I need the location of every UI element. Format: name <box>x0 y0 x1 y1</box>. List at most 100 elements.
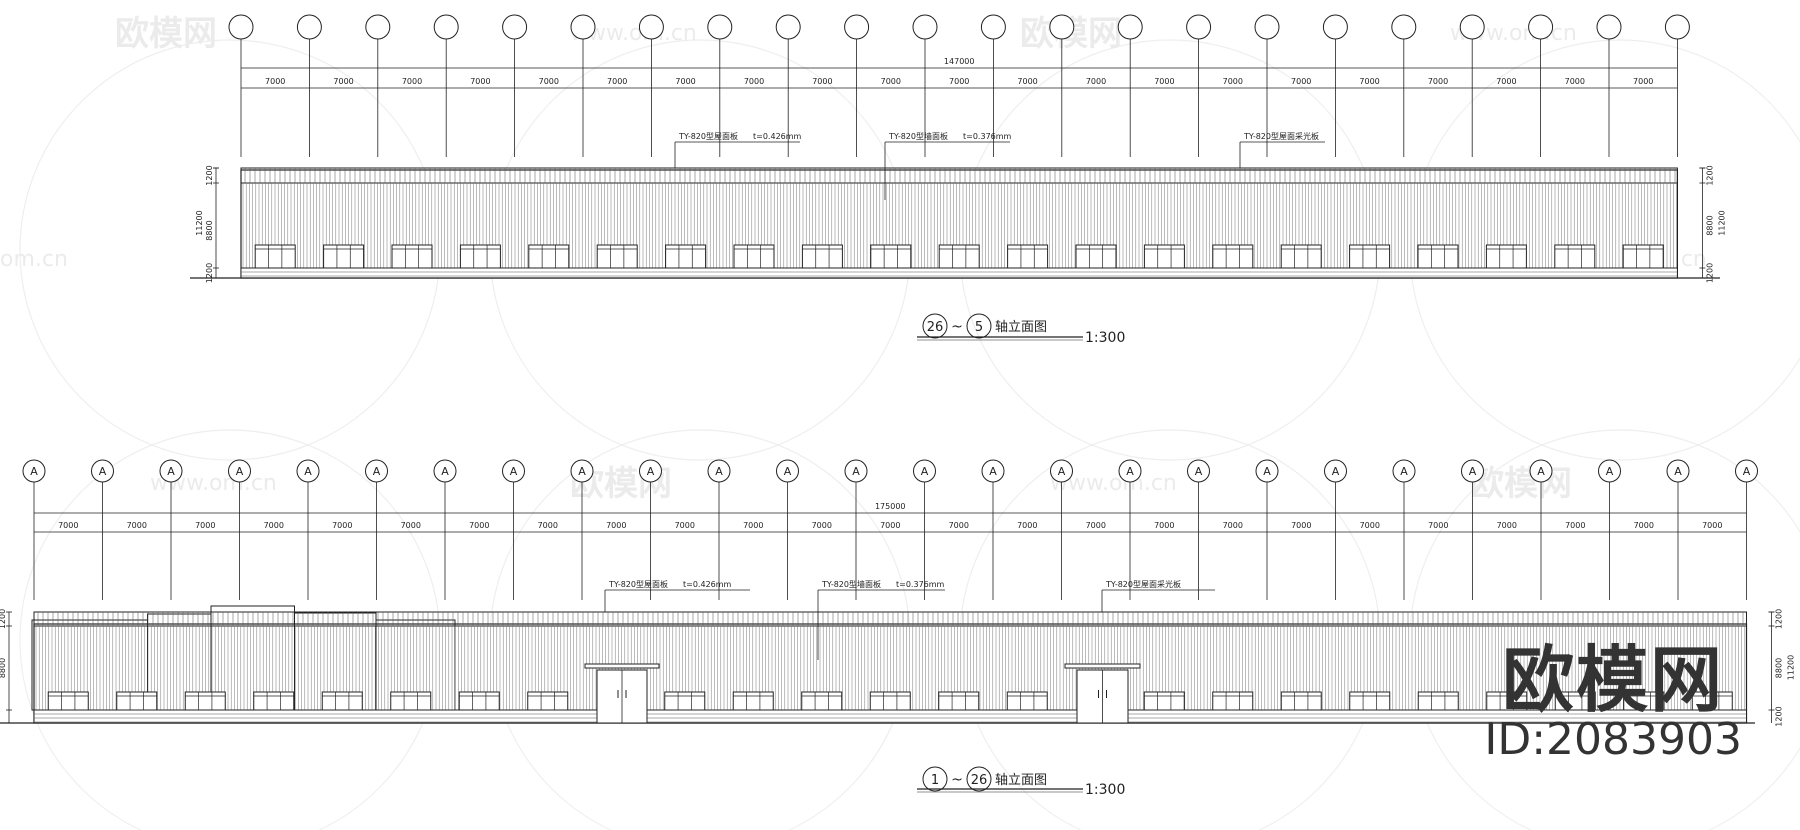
window <box>528 244 570 269</box>
axis-label: A <box>989 465 997 478</box>
title-axis-bubble <box>966 766 992 792</box>
axis-label: A <box>441 465 449 478</box>
dimension-bay: 7000 <box>1223 77 1243 86</box>
axis-bubble <box>228 459 251 483</box>
window <box>254 244 296 269</box>
axis-label: A <box>99 465 107 478</box>
callout-text: TY-820型屋面采光板 <box>1105 579 1181 589</box>
axis-label: A <box>1469 465 1477 478</box>
window <box>938 244 980 269</box>
axis-bubble <box>502 14 528 40</box>
title-axis-bubble <box>922 766 948 792</box>
axis-bubble <box>1459 14 1485 40</box>
dimension-bay: 7000 <box>402 77 422 86</box>
dimension-bay: 7000 <box>1360 521 1380 530</box>
right-dim-label: 11200 <box>1717 210 1726 235</box>
right-dim-label: 11200 <box>1787 655 1796 680</box>
window <box>665 244 707 269</box>
right-dim-label: 1200 <box>1705 165 1714 185</box>
dimension-bay: 7000 <box>1565 77 1585 86</box>
id-watermark: 欧模网 ID:2083903 <box>1484 644 1742 764</box>
dimension-bay: 7000 <box>812 77 832 86</box>
window <box>1143 244 1185 269</box>
dimension-bay: 7000 <box>333 77 353 86</box>
left-dim-label: 1200 <box>0 609 7 629</box>
dimension-bay: 7000 <box>1291 77 1311 86</box>
dimension-bay: 7000 <box>880 521 900 530</box>
window <box>1349 244 1391 269</box>
axis-label: A <box>578 465 586 478</box>
window <box>459 244 501 269</box>
right-dim-label: 1200 <box>1775 609 1784 629</box>
axis-bubble <box>228 14 254 40</box>
window <box>1622 244 1664 269</box>
axis-bubble <box>1049 14 1075 40</box>
axis-label: A <box>510 465 518 478</box>
title-text: 轴立面图 <box>995 320 1047 335</box>
axis-bubble <box>159 459 183 483</box>
window <box>1007 244 1049 269</box>
dimension-bay: 7000 <box>1428 521 1448 530</box>
axis-bubble <box>296 14 322 40</box>
title-axis-right: 26 <box>971 773 988 788</box>
axis-label: A <box>1058 465 1066 478</box>
base-brick <box>241 271 1678 277</box>
dimension-bay: 7000 <box>1634 521 1654 530</box>
callout-text: TY-820型墙面板 <box>821 579 881 589</box>
roof-band <box>240 167 1678 184</box>
axis-bubble <box>1118 459 1142 483</box>
title-tilde: ~ <box>951 319 963 335</box>
axis-bubble <box>1391 14 1417 40</box>
axis-bubble <box>22 459 46 483</box>
title-tilde: ~ <box>951 772 963 788</box>
right-dim-label: 8800 <box>1775 658 1784 678</box>
dimension-bay: 7000 <box>675 521 695 530</box>
axis-label: A <box>784 465 792 478</box>
dimension-bay: 7000 <box>127 521 147 530</box>
dimension-bay: 7000 <box>265 77 285 86</box>
left-dim-label: 1200 <box>205 165 214 185</box>
base-wall <box>240 267 1678 279</box>
dimension-bay: 7000 <box>1428 77 1448 86</box>
title-axis-left: 26 <box>927 320 944 335</box>
axis-bubble <box>570 14 596 40</box>
callout-thickness: t=0.426mm <box>683 580 732 589</box>
model-id: ID:2083903 <box>1484 713 1742 765</box>
axis-bubble <box>980 14 1006 40</box>
axis-label: A <box>1537 465 1545 478</box>
window <box>1212 691 1254 711</box>
window <box>732 691 774 711</box>
window <box>1280 244 1322 269</box>
axis-bubble <box>570 459 594 483</box>
dimension-bay: 7000 <box>675 77 695 86</box>
window <box>596 244 638 269</box>
axis-label: A <box>852 465 860 478</box>
window <box>1280 691 1322 711</box>
dimension-bay: 7000 <box>401 521 421 530</box>
left-dim-label: 8800 <box>0 658 7 678</box>
window <box>1485 244 1527 269</box>
axis-label: A <box>304 465 312 478</box>
dimension-bay: 7000 <box>1017 77 1037 86</box>
dimension-bay: 7000 <box>469 521 489 530</box>
axis-bubble <box>1050 459 1073 483</box>
left-dim-label: 11200 <box>195 210 204 235</box>
axis-bubble <box>296 459 320 483</box>
axis-bubble <box>1254 14 1280 40</box>
right-dim-label: 1200 <box>1705 263 1714 283</box>
dimension-bay: 7000 <box>743 521 763 530</box>
windows <box>254 244 1664 269</box>
axis-bubble <box>1322 14 1348 40</box>
window <box>869 691 911 711</box>
window <box>47 691 89 711</box>
window <box>1143 691 1185 711</box>
dimension-bay: 7000 <box>607 77 627 86</box>
window <box>321 691 363 711</box>
title-axis-bubble <box>966 313 992 339</box>
left-dim-label: 8800 <box>205 220 214 240</box>
